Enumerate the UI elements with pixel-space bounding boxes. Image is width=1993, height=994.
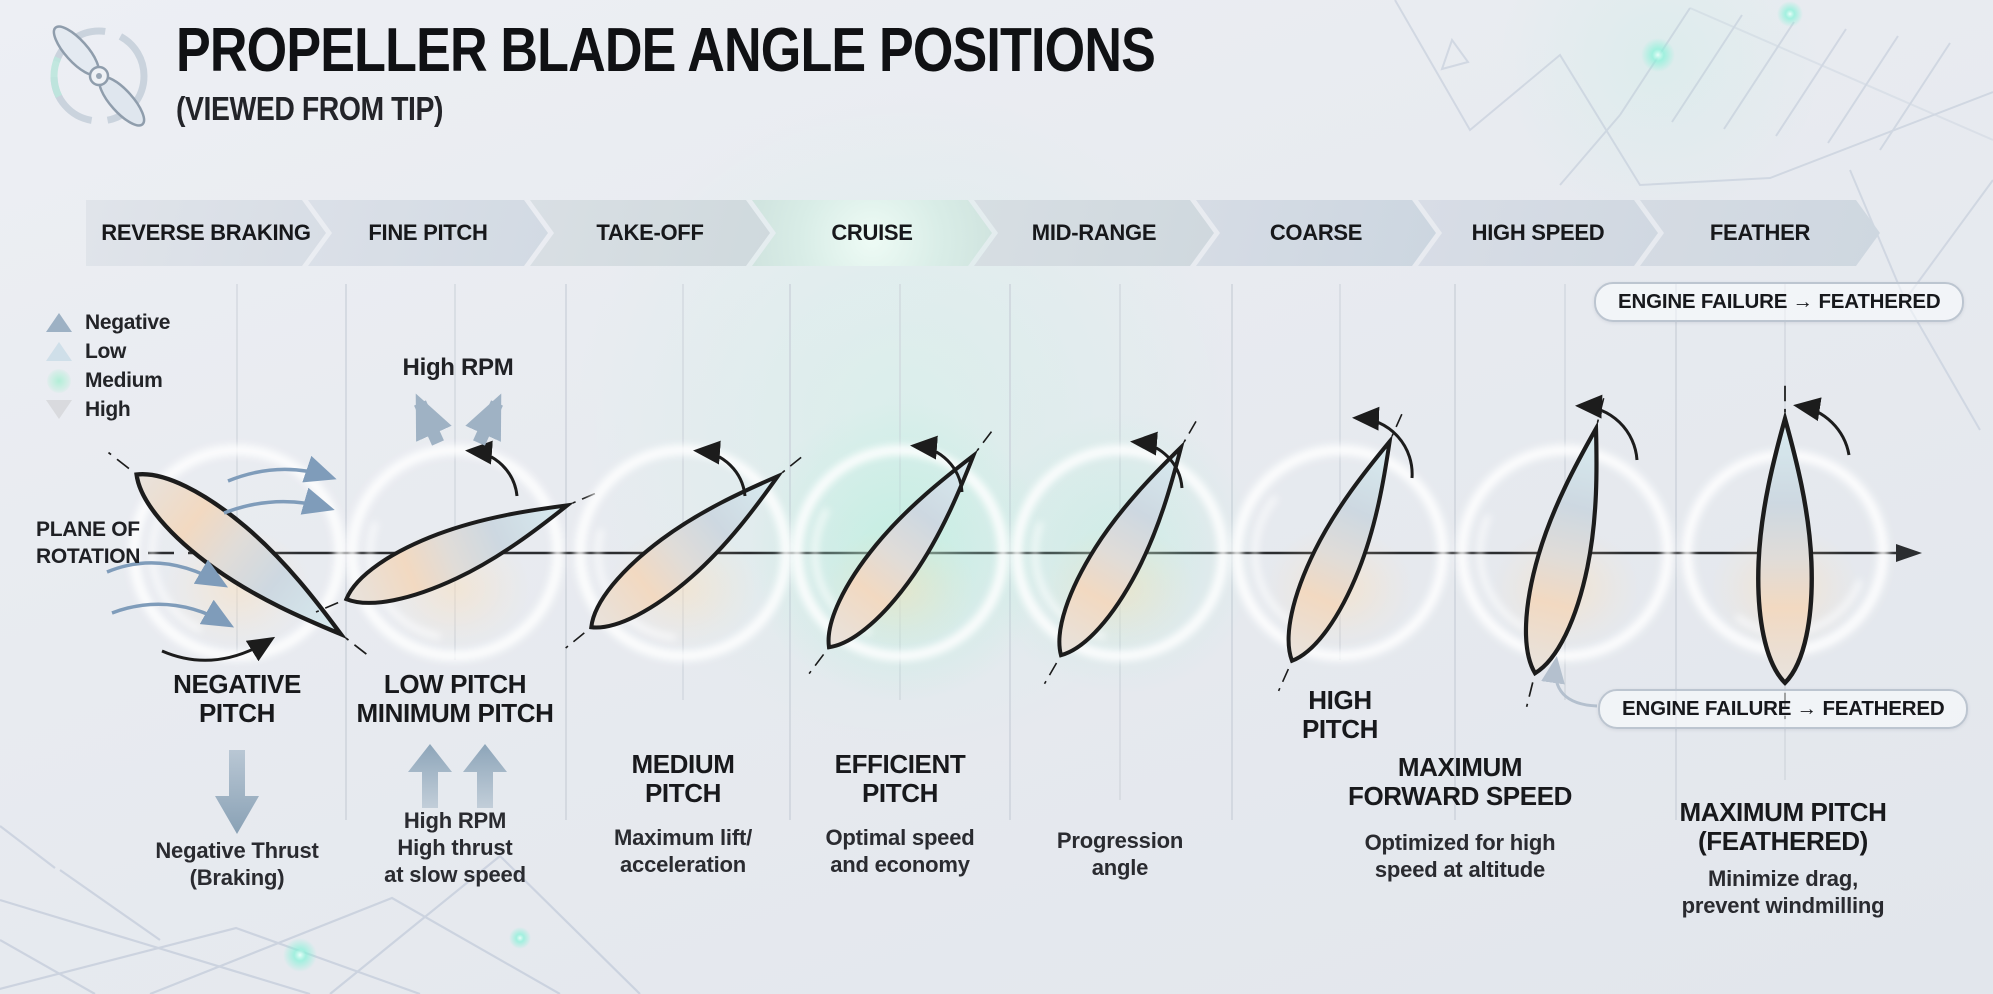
stage-label: FEATHER xyxy=(1709,220,1811,245)
legend-item-low: Low xyxy=(46,337,170,366)
column-desc-optimal-speed: Optimal speed and economy xyxy=(825,825,975,877)
stage-label: MID-RANGE xyxy=(1031,220,1157,245)
triangle-up-icon xyxy=(46,342,72,361)
decor-spark xyxy=(283,938,317,972)
stage-chevron-cruise: CRUISE xyxy=(752,200,992,266)
column-heading-efficient-pitch: EFFICIENT PITCH xyxy=(834,749,966,809)
engine-failure-badge-top: ENGINE FAILURE → FEATHERED xyxy=(1594,282,1965,322)
column-heading-maximum-pitch: MAXIMUM PITCH (FEATHERED) xyxy=(1679,797,1887,857)
stage-chevron-fine-pitch: FINE PITCH xyxy=(308,200,548,266)
blade-feather xyxy=(1682,385,1888,721)
stage-chevron-mid-range: MID-RANGE xyxy=(974,200,1214,266)
page-subtitle: (VIEWED FROM TIP) xyxy=(176,90,444,127)
stage-chevron-feather: FEATHER xyxy=(1640,200,1880,266)
plane-of-rotation-label: PLANE OF ROTATION xyxy=(36,518,141,569)
triangle-up-icon xyxy=(46,313,72,332)
stage-label: FINE PITCH xyxy=(368,220,488,245)
blade-reverse-braking xyxy=(107,445,367,661)
high-rpm-label: High RPM xyxy=(402,354,514,381)
page-title: PROPELLER BLADE ANGLE POSITIONS xyxy=(176,16,1156,85)
stage-label: COARSE xyxy=(1269,220,1363,245)
stage-banner: REVERSE BRAKING FINE PITCH TAKE-OFF CRUI… xyxy=(86,200,1906,266)
blade-take-off xyxy=(564,445,802,661)
legend-item-high: High xyxy=(46,395,170,424)
rotation-arrows xyxy=(161,394,1851,662)
column-desc-high-rpm-thrust: High RPM High thrust at slow speed xyxy=(384,808,526,887)
blade-mid-range xyxy=(1012,420,1228,686)
propeller-icon xyxy=(50,25,148,127)
decor-spark xyxy=(1641,38,1675,72)
column-desc-progression-angle: Progression angle xyxy=(1056,828,1184,880)
high-rpm-arrows xyxy=(414,393,503,446)
legend-item-medium: Medium xyxy=(46,366,170,395)
column-heading-medium-pitch: MEDIUM PITCH xyxy=(631,749,735,809)
legend-label: Low xyxy=(85,339,127,363)
stage-label: TAKE-OFF xyxy=(596,220,704,245)
blade-cruise xyxy=(792,431,1008,675)
axis-arrowhead xyxy=(1896,544,1922,562)
legend-item-negative: Negative xyxy=(46,308,170,337)
blade-coarse xyxy=(1232,413,1448,693)
negative-thrust-down-arrow xyxy=(215,750,259,834)
legend-label: Medium xyxy=(85,368,163,392)
stage-chevron-take-off: TAKE-OFF xyxy=(530,200,770,266)
stage-chevron-high-speed: HIGH SPEED xyxy=(1418,200,1658,266)
stage-label: CRUISE xyxy=(831,220,913,245)
column-desc-minimize-drag: Minimize drag, prevent windmilling xyxy=(1681,866,1885,918)
decor-wireframe-bottom-left xyxy=(0,825,641,994)
pitch-legend: Negative Low Medium High xyxy=(46,308,170,424)
column-desc-optimized-altitude: Optimized for high speed at altitude xyxy=(1364,830,1556,882)
triangle-down-icon xyxy=(46,400,72,419)
airflow-arrows xyxy=(106,455,337,628)
column-heading-high-pitch: HIGH PITCH xyxy=(1301,685,1379,745)
blade-high-speed xyxy=(1457,397,1673,709)
column-desc-negative-thrust: Negative Thrust (Braking) xyxy=(155,838,319,890)
legend-label: Negative xyxy=(85,310,171,334)
column-desc-max-lift: Maximum lift/ acceleration xyxy=(614,825,752,877)
stage-label: REVERSE BRAKING xyxy=(101,220,311,245)
legend-label: High xyxy=(85,397,131,421)
engine-failure-badge-mid: ENGINE FAILURE → FEATHERED xyxy=(1598,689,1969,729)
decor-spark xyxy=(509,927,531,949)
column-heading-low-pitch: LOW PITCH MINIMUM PITCH xyxy=(356,669,554,729)
stage-chevron-reverse-braking: REVERSE BRAKING xyxy=(86,200,326,266)
column-heading-max-forward-speed: MAXIMUM FORWARD SPEED xyxy=(1347,752,1573,812)
high-thrust-up-arrows xyxy=(408,744,507,808)
feather-callout-arrow xyxy=(1541,656,1598,708)
stage-label: HIGH SPEED xyxy=(1471,220,1605,245)
blade-fine-pitch xyxy=(314,445,596,661)
column-heading-negative-pitch: NEGATIVE PITCH xyxy=(173,669,301,729)
decor-spark xyxy=(1777,1,1803,27)
glow-dot-icon xyxy=(46,368,72,393)
stage-chevron-coarse: COARSE xyxy=(1196,200,1436,266)
